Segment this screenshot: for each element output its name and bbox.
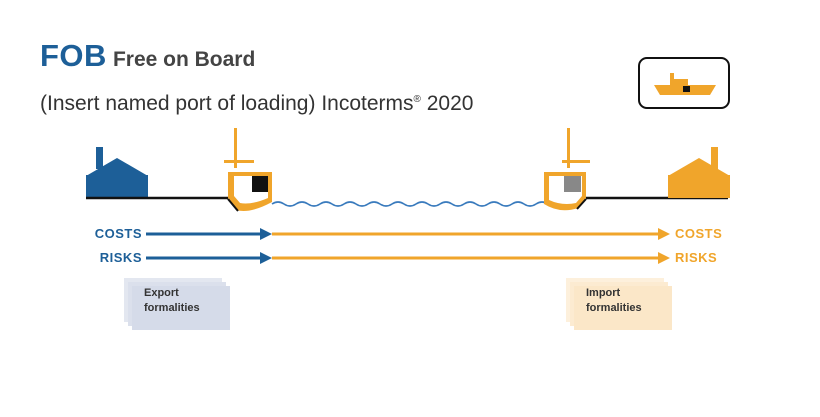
- import-formalities-line2: formalities: [586, 302, 642, 314]
- costs-label-seller: COSTS: [94, 226, 142, 241]
- term-full-name: Free on Board: [112, 48, 256, 71]
- risks-label-buyer: RISKS: [675, 250, 718, 265]
- export-formalities-line1: Export: [144, 287, 179, 299]
- costs-buyer-arrowhead: [658, 228, 670, 240]
- subtitle-prefix: (Insert named port of loading) Incoterms: [40, 92, 414, 115]
- export-formalities-line2: formalities: [144, 302, 200, 314]
- import-formalities-label: Import formalities: [586, 286, 666, 316]
- term-abbreviation: FOB: [40, 38, 107, 73]
- sea-waves: [271, 201, 549, 207]
- subtitle-year: 2020: [426, 92, 474, 115]
- doc-sheet: [132, 286, 230, 330]
- import-formalities-documents: Import formalities: [566, 278, 672, 330]
- registered-mark: ®: [413, 94, 421, 105]
- import-formalities-line1: Import: [586, 287, 621, 299]
- costs-label-buyer: COSTS: [675, 226, 723, 241]
- ship-icon: [654, 73, 716, 95]
- loading-ship-icon: [224, 128, 272, 212]
- risks-label-seller: RISKS: [99, 250, 142, 265]
- seller-warehouse-icon: [86, 147, 148, 198]
- subtitle: (Insert named port of loading) Incoterms…: [40, 92, 473, 116]
- doc-sheet: [574, 286, 672, 330]
- unloading-ship-icon: [544, 128, 590, 211]
- risks-buyer-arrowhead: [658, 252, 670, 264]
- export-formalities-documents: Export formalities: [124, 278, 230, 330]
- export-formalities-label: Export formalities: [144, 286, 224, 316]
- costs-seller-arrowhead: [260, 228, 272, 240]
- transport-mode-badge: [638, 57, 730, 109]
- buyer-warehouse-icon: [668, 147, 730, 198]
- risks-seller-arrowhead: [260, 252, 272, 264]
